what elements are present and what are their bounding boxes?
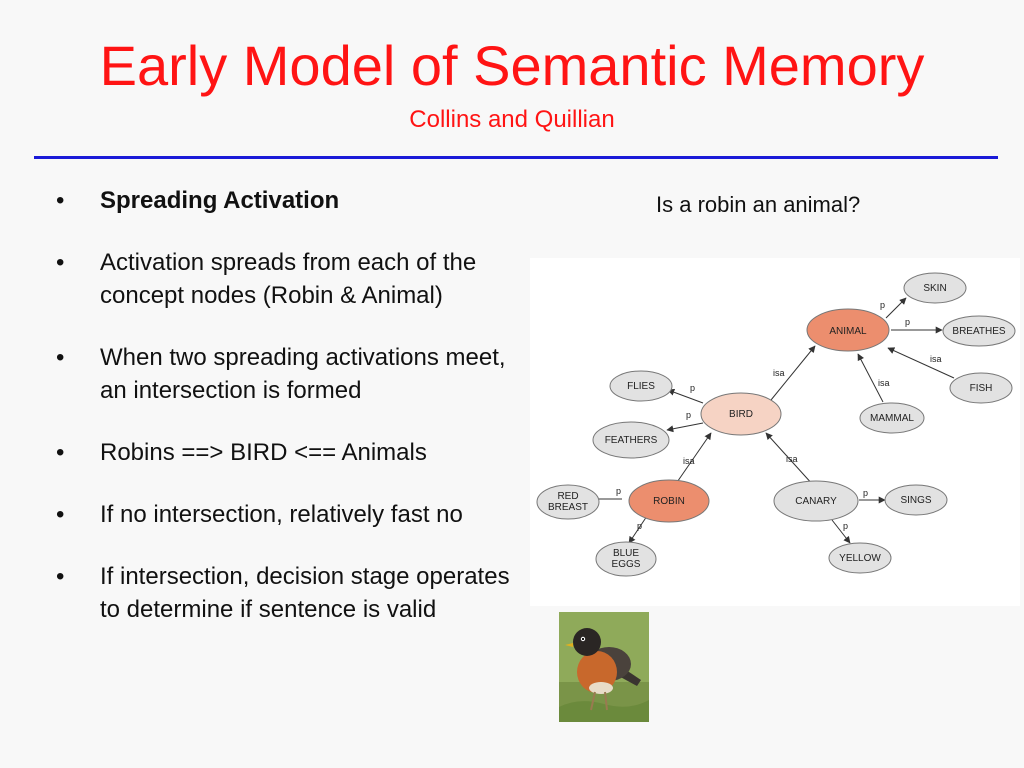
bullet-item: • Spreading Activation xyxy=(56,184,536,217)
link-label: p xyxy=(637,521,642,531)
link-label: p xyxy=(616,486,621,496)
slide-title: Early Model of Semantic Memory xyxy=(99,34,925,97)
edge-bird-animal xyxy=(770,345,816,401)
bullet-text: If intersection, decision stage operates… xyxy=(100,563,510,623)
node-feathers xyxy=(592,421,670,459)
edge-bird-flies xyxy=(667,388,704,404)
slide-subtitle: Collins and Quillian xyxy=(409,106,615,133)
bullet-item: • If no intersection, relatively fast no xyxy=(56,498,536,531)
node-label-red-breast-1: RED xyxy=(557,491,578,502)
semantic-network-diagram: p p isa isa isa p p isa isa p p p p ANIM… xyxy=(530,258,1020,606)
bullet-list: • Spreading Activation • Activation spre… xyxy=(56,184,536,655)
bullet-marker: • xyxy=(56,249,65,276)
bullet-text: When two spreading activations meet, an … xyxy=(100,344,506,404)
link-label: p xyxy=(690,383,695,393)
bullet-item: • Activation spreads from each of the co… xyxy=(56,246,536,312)
node-fish xyxy=(949,372,1013,404)
title-divider xyxy=(34,156,998,159)
node-breathes xyxy=(942,315,1016,347)
node-label-yellow: YELLOW xyxy=(839,553,881,564)
link-label: isa xyxy=(683,456,695,466)
node-label-blue-eggs-2: EGGS xyxy=(612,559,641,570)
bullet-item: • If intersection, decision stage operat… xyxy=(56,560,536,626)
edge-robin-blueeggs xyxy=(628,515,648,544)
bullet-text: If no intersection, relatively fast no xyxy=(100,501,463,528)
robin-photo xyxy=(559,612,649,722)
node-label-fish: FISH xyxy=(970,383,993,394)
node-robin xyxy=(628,479,710,523)
node-label-bird: BIRD xyxy=(729,409,753,420)
edge-canary-bird xyxy=(765,432,815,487)
bullet-text: Robins ==> BIRD <== Animals xyxy=(100,439,427,466)
node-blue-eggs xyxy=(595,541,657,577)
node-red-breast xyxy=(536,484,600,520)
bullet-item: • Robins ==> BIRD <== Animals xyxy=(56,436,536,469)
node-label-animal: ANIMAL xyxy=(829,326,867,337)
node-yellow xyxy=(828,542,892,574)
node-label-robin: ROBIN xyxy=(653,496,685,507)
node-label-sings: SINGS xyxy=(900,495,931,506)
node-bird xyxy=(700,392,782,436)
node-label-mammal: MAMMAL xyxy=(870,413,914,424)
bullet-marker: • xyxy=(56,187,65,214)
link-label: p xyxy=(863,488,868,498)
edge-fish-animal xyxy=(887,347,955,379)
link-label: p xyxy=(843,521,848,531)
edge-mammal-animal xyxy=(857,353,884,403)
link-label: isa xyxy=(786,454,798,464)
node-label-feathers: FEATHERS xyxy=(605,435,658,446)
bullet-marker: • xyxy=(56,501,65,528)
link-label: isa xyxy=(930,354,942,364)
node-label-canary: CANARY xyxy=(795,496,837,507)
node-skin xyxy=(903,272,967,304)
link-label: isa xyxy=(878,378,890,388)
link-label: p xyxy=(880,300,885,310)
node-label-blue-eggs-1: BLUE xyxy=(613,548,639,559)
node-sings xyxy=(884,484,948,516)
node-animal xyxy=(806,308,890,352)
bullet-marker: • xyxy=(56,563,65,590)
bullet-marker: • xyxy=(56,344,65,371)
bullet-text: Activation spreads from each of the conc… xyxy=(100,249,477,309)
node-label-breathes: BREATHES xyxy=(952,326,1005,337)
edge-canary-yellow xyxy=(831,519,851,544)
bullet-text: Spreading Activation xyxy=(100,187,340,214)
bullet-marker: • xyxy=(56,439,65,466)
link-label: p xyxy=(905,317,910,327)
edge-robin-bird xyxy=(672,432,712,489)
node-label-flies: FLIES xyxy=(627,381,655,392)
edge-animal-skin xyxy=(885,297,907,319)
node-label-skin: SKIN xyxy=(923,283,946,294)
link-label: p xyxy=(686,410,691,420)
edge-bird-feathers xyxy=(666,422,704,433)
link-label: isa xyxy=(773,368,785,378)
node-canary xyxy=(773,480,859,522)
question-text: Is a robin an animal? xyxy=(656,192,861,217)
node-mammal xyxy=(859,402,925,434)
node-flies xyxy=(609,370,673,402)
node-label-red-breast-2: BREAST xyxy=(548,502,588,513)
bullet-item: • When two spreading activations meet, a… xyxy=(56,341,536,407)
